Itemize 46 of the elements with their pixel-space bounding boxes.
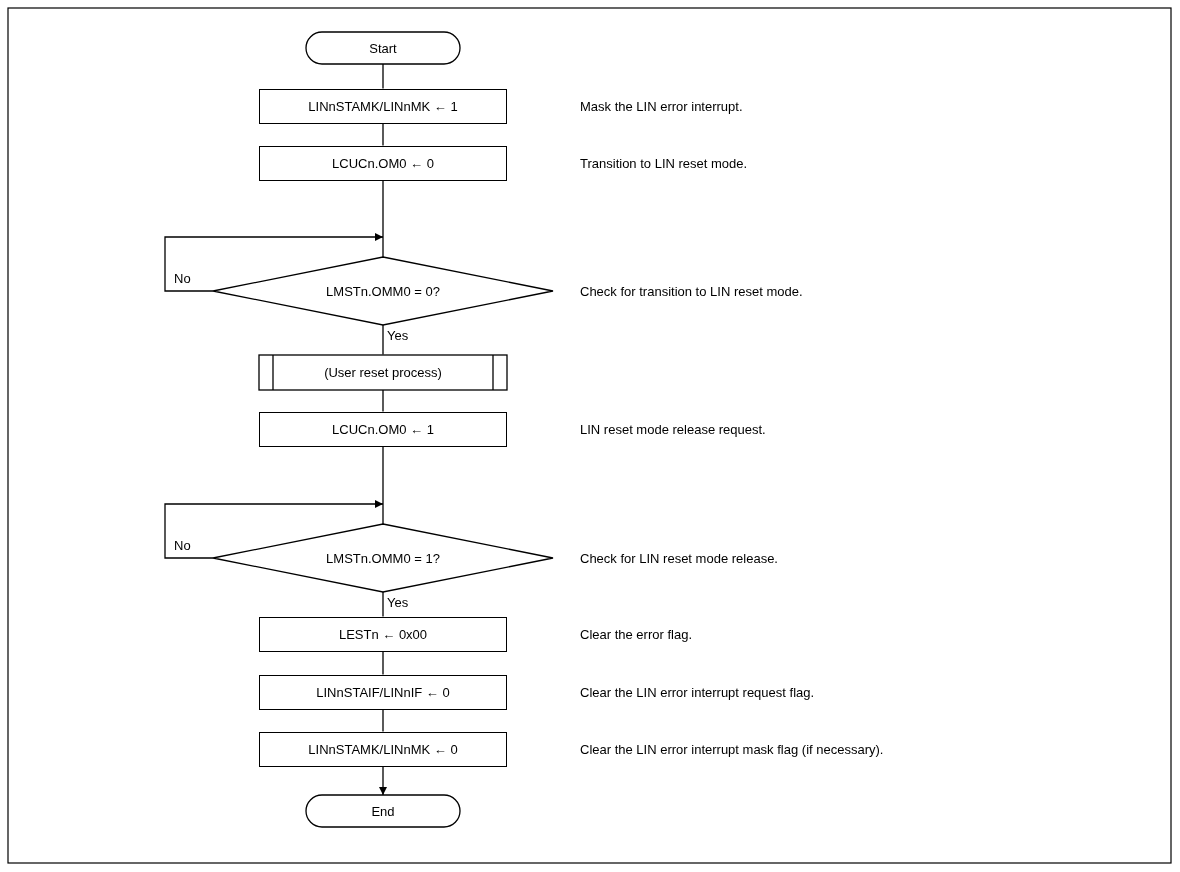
arrow	[379, 765, 387, 796]
step-description: Clear the error flag.	[580, 626, 692, 642]
step-description: LIN reset mode release request.	[580, 421, 766, 437]
connector-line	[382, 122, 384, 147]
node-label: LCUCn.OM0 ← 0	[332, 155, 434, 171]
connector-line	[382, 63, 384, 90]
connector-line	[382, 324, 384, 356]
connector-line	[382, 650, 384, 676]
node-label: LMSTn.OMM0 = 1?	[326, 550, 440, 566]
connector-line	[382, 708, 384, 733]
process-box	[259, 88, 507, 124]
loop-arrow	[164, 500, 384, 559]
node-label: End	[371, 803, 395, 819]
terminal-shape	[306, 32, 460, 64]
process-box	[259, 616, 507, 652]
edge-label: Yes	[386, 329, 410, 343]
predefined-process-box	[259, 354, 507, 390]
process-box	[259, 674, 507, 710]
step-description: Check for LIN reset mode release.	[580, 550, 778, 566]
edge-label: No	[173, 272, 192, 286]
node-label: LCUCn.OM0 ← 1	[332, 421, 434, 437]
step-description: Transition to LIN reset mode.	[580, 155, 748, 171]
node-label: LINnSTAMK/LINnMK ← 1	[308, 98, 458, 114]
edge-label: Yes	[386, 596, 410, 610]
node-label: LINnSTAMK/LINnMK ← 0	[308, 741, 458, 757]
node-label: LMSTn.OMM0 = 0?	[326, 283, 440, 299]
process-box	[259, 731, 507, 767]
connector-line	[382, 591, 384, 618]
process-box	[259, 411, 507, 447]
connector-line	[382, 445, 384, 525]
step-description: Check for transition to LIN reset mode.	[580, 283, 803, 299]
node-label: Start	[369, 40, 397, 56]
node-label: LESTn ← 0x00	[338, 626, 428, 642]
node-label: LINnSTAIF/LINnIF ← 0	[316, 684, 450, 700]
edge-label: No	[173, 539, 192, 553]
process-box	[259, 145, 507, 181]
node-label: (User reset process)	[324, 364, 442, 380]
decision-diamond	[213, 524, 553, 592]
step-description: Mask the LIN error interrupt.	[580, 98, 743, 114]
loop-arrow	[164, 233, 384, 292]
step-description: Clear the LIN error interrupt mask flag (if necessary).	[580, 741, 884, 757]
decision-diamond	[213, 257, 553, 325]
terminal-shape	[306, 795, 460, 827]
connector-line	[382, 388, 384, 413]
step-description: Clear the LIN error interrupt request flag.	[580, 684, 815, 700]
connector-line	[382, 179, 384, 258]
